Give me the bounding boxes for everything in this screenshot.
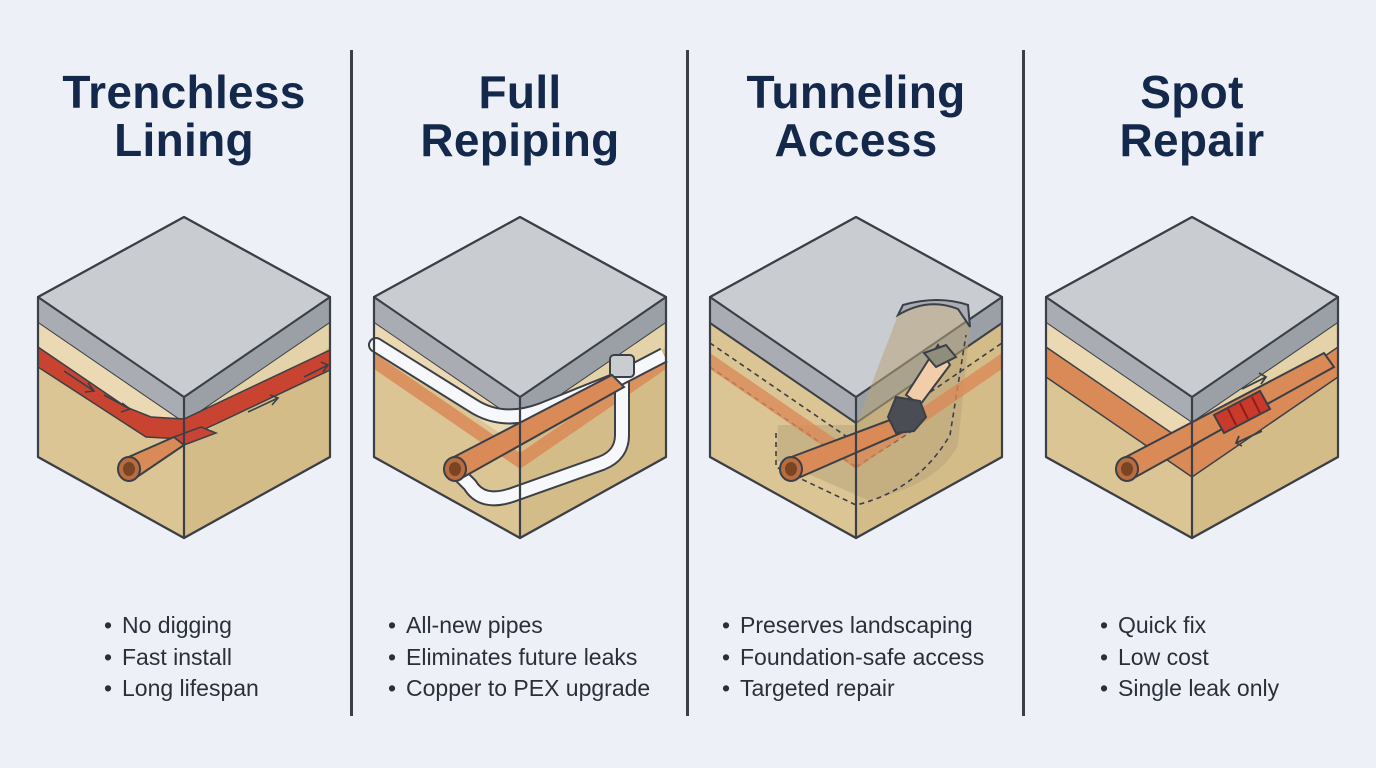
title-line-2: Lining	[114, 114, 254, 166]
full-repiping-illustration	[368, 215, 668, 540]
column-divider	[350, 50, 353, 716]
tunneling-access-illustration	[708, 215, 1004, 540]
title-line-2: Access	[774, 114, 938, 166]
benefit-list: No digging Fast install Long lifespan	[104, 610, 259, 705]
benefit-list: All-new pipes Eliminates future leaks Co…	[388, 610, 650, 705]
title-line-2: Repair	[1119, 114, 1265, 166]
list-item: Copper to PEX upgrade	[388, 673, 650, 705]
list-item: Single leak only	[1100, 673, 1279, 705]
list-item: Low cost	[1100, 642, 1279, 674]
title-line-1: Spot	[1140, 66, 1244, 118]
panel-title: Tunneling Access	[688, 68, 1024, 164]
title-line-2: Repiping	[420, 114, 620, 166]
title-line-1: Trenchless	[62, 66, 306, 118]
benefit-list: Quick fix Low cost Single leak only	[1100, 610, 1279, 705]
list-item: Foundation-safe access	[722, 642, 984, 674]
benefit-list: Preserves landscaping Foundation-safe ac…	[722, 610, 984, 705]
list-item: Long lifespan	[104, 673, 259, 705]
panel-title: Spot Repair	[1024, 68, 1360, 164]
list-item: All-new pipes	[388, 610, 650, 642]
panel-title: Trenchless Lining	[16, 68, 352, 164]
title-line-1: Tunneling	[746, 66, 966, 118]
list-item: No digging	[104, 610, 259, 642]
title-line-1: Full	[478, 66, 562, 118]
panel-full-repiping: Full Repiping All-new pipes Elim	[352, 0, 688, 768]
spot-repair-illustration	[1044, 215, 1340, 540]
column-divider	[1022, 50, 1025, 716]
column-divider	[686, 50, 689, 716]
panel-tunneling-access: Tunneling Access	[688, 0, 1024, 768]
list-item: Quick fix	[1100, 610, 1279, 642]
panel-trenchless-lining: Trenchless Lining	[16, 0, 352, 768]
trenchless-lining-illustration	[36, 215, 332, 540]
panel-title: Full Repiping	[352, 68, 688, 164]
list-item: Targeted repair	[722, 673, 984, 705]
panel-spot-repair: Spot Repair	[1024, 0, 1360, 768]
list-item: Eliminates future leaks	[388, 642, 650, 674]
list-item: Preserves landscaping	[722, 610, 984, 642]
list-item: Fast install	[104, 642, 259, 674]
